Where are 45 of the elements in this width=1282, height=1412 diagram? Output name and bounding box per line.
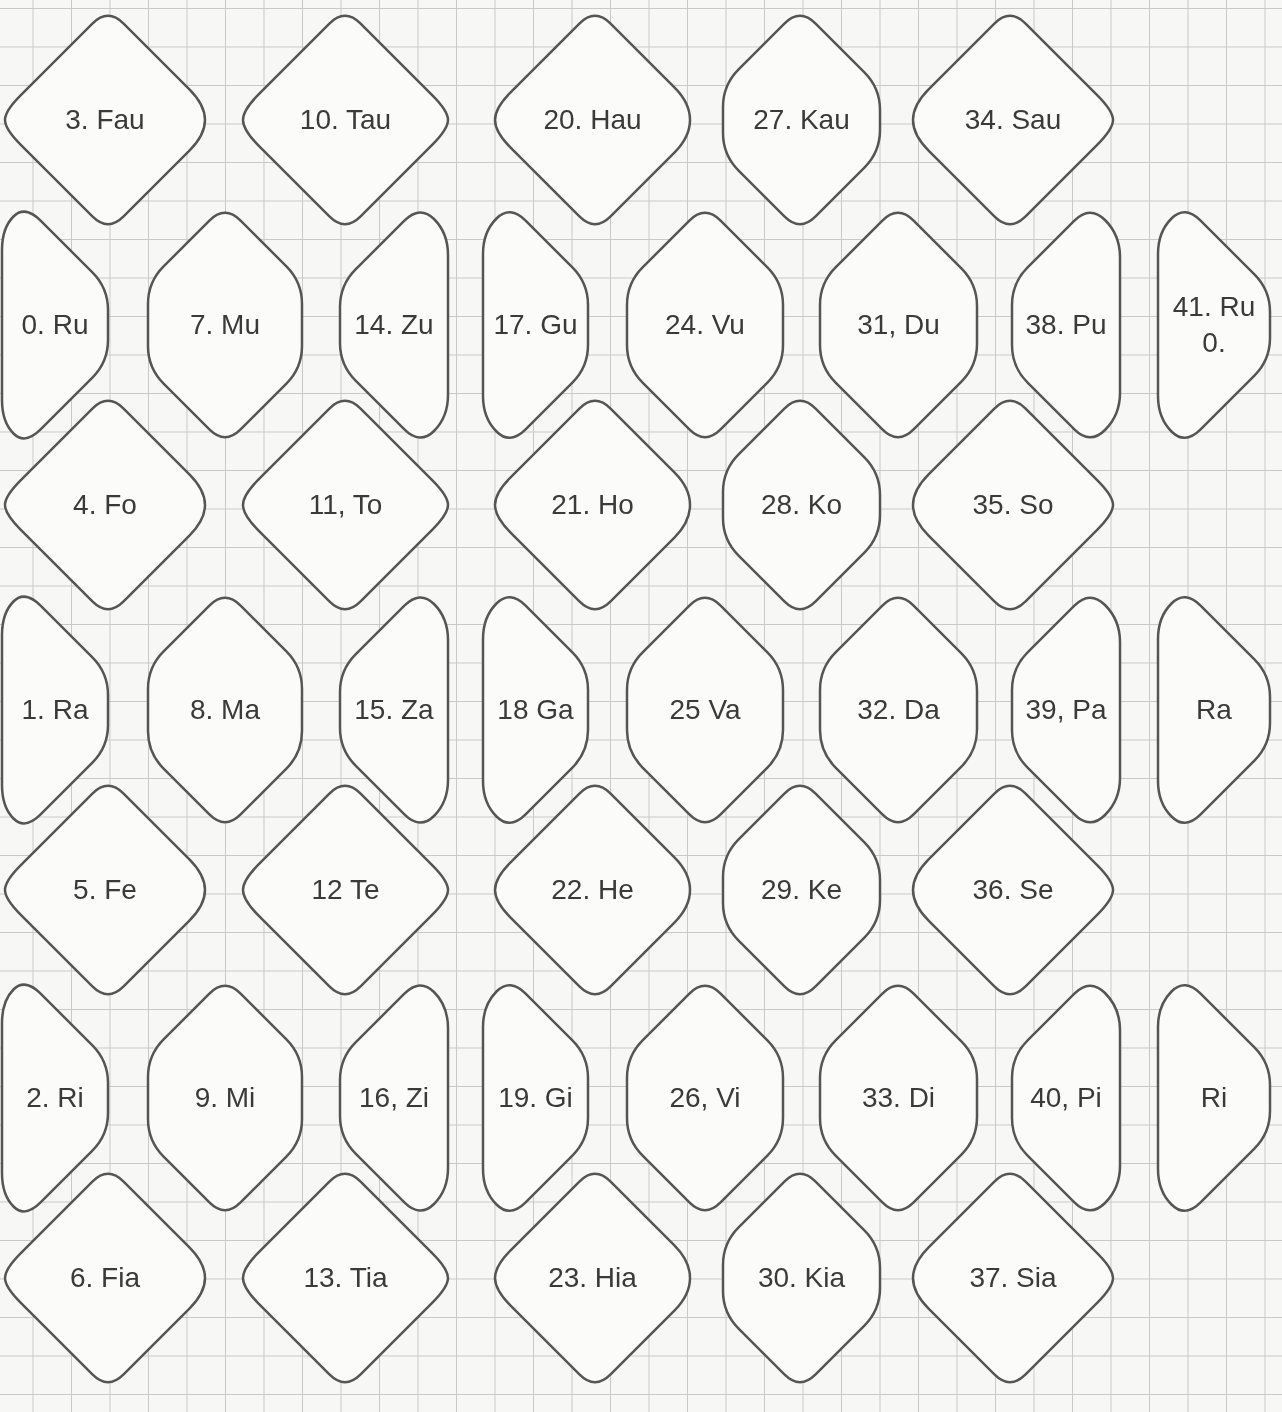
syllable-label: 3. Fau <box>65 104 145 136</box>
syllable-label: 40, Pi <box>1030 1082 1102 1114</box>
syllable-label: 19. Gi <box>498 1082 573 1114</box>
syllable-label: 26, Vi <box>669 1082 741 1114</box>
syllable-label: 31, Du <box>857 309 940 341</box>
syllable-label: 12 Te <box>311 874 380 906</box>
syllable-label: Ri <box>1200 1082 1228 1114</box>
syllable-label: 24. Vu <box>665 309 745 341</box>
syllable-label: Ra <box>1196 694 1232 726</box>
syllable-label: 21. Ho <box>551 489 634 521</box>
syllable-label: 32. Da <box>857 694 940 726</box>
syllable-label: 7. Mu <box>190 309 260 341</box>
syllable-label: 17. Gu <box>493 309 578 341</box>
syllable-label: 14. Zu <box>354 309 434 341</box>
syllable-label: 23. Hia <box>548 1262 637 1294</box>
syllable-label: 1. Ra <box>21 694 89 726</box>
syllable-label: 6. Fia <box>70 1262 140 1294</box>
syllable-label: 25 Va <box>669 694 741 726</box>
syllable-label: 29. Ke <box>761 874 842 906</box>
syllable-label: 30. Kia <box>757 1262 846 1294</box>
syllable-label: 4. Fo <box>73 489 137 521</box>
syllable-label: 20. Hau <box>543 104 642 136</box>
syllable-label: 37. Sia <box>969 1262 1057 1294</box>
syllable-label: 2. Ri <box>26 1082 84 1114</box>
syllable-label: 5. Fe <box>73 874 137 906</box>
syllable-label: 38. Pu <box>1025 309 1107 341</box>
syllable-label: 0. <box>1202 327 1226 359</box>
syllable-label: 0. Ru <box>21 309 89 341</box>
syllable-label: 35. So <box>972 489 1054 521</box>
syllable-label: 33. Di <box>861 1082 936 1114</box>
syllable-label: 18 Ga <box>497 694 574 726</box>
syllable-label: 8. Ma <box>190 694 260 726</box>
syllable-label: 41. Ru <box>1172 291 1256 323</box>
syllable-label: 11, To <box>308 489 383 521</box>
syllable-label: 16, Zi <box>359 1082 429 1114</box>
syllable-label: 27. Kau <box>753 104 850 136</box>
syllable-label: 10. Tau <box>299 104 392 136</box>
syllable-label: 13. Tia <box>303 1262 388 1294</box>
syllable-label: 22. He <box>551 874 634 906</box>
syllable-label: 28. Ko <box>761 489 842 521</box>
syllable-label: 15. Za <box>354 694 434 726</box>
syllable-label: 9. Mi <box>194 1082 256 1114</box>
syllable-label: 34. Sau <box>964 104 1062 136</box>
syllable-label: 36. Se <box>972 874 1054 906</box>
syllable-label: 39, Pa <box>1025 694 1107 726</box>
